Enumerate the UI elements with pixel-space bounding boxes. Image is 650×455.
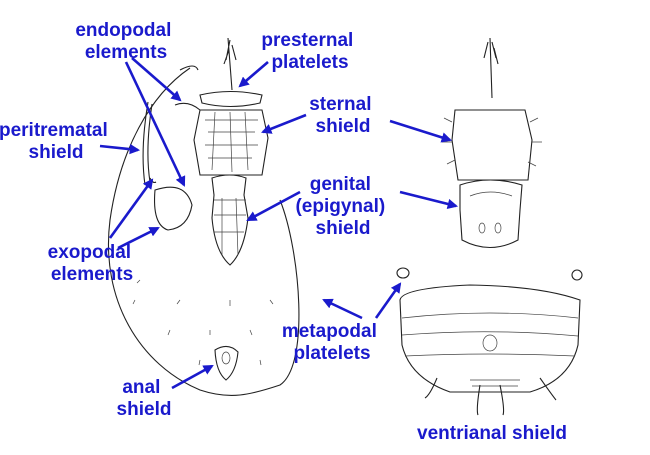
label-exopodal-elements: exopodal elements [48,242,137,285]
arrow-metapodal-left [322,298,363,320]
right-specimen-drawing [396,37,583,416]
label-genital-shield: genital (epigynal) shield [295,174,390,239]
label-ventrianal-shield: ventrianal shield [417,423,567,444]
label-endopodal-elements: endopodal elements [75,20,176,63]
arrow-endopodal-1 [131,57,182,102]
label-metapodal-platelets: metapodal platelets [282,321,382,364]
annotation-arrows [99,57,459,390]
arrow-peritrematal [99,143,141,155]
arrow-sternal-left [261,113,307,134]
arrow-sternal-right [389,119,452,143]
label-sternal-shield: sternal shield [309,94,377,137]
arrow-genital-left [246,190,301,222]
arrow-exopodal-2 [108,178,154,239]
arrow-anal [171,364,214,390]
arrow-genital-right [399,190,459,210]
arrow-metapodal-right [374,282,402,319]
label-peritrematal-shield: peritrematal shield [0,120,113,163]
arrow-endopodal-2 [124,61,186,187]
left-specimen-drawing [108,37,300,396]
label-presternal-platelets: presternal platelets [261,30,358,73]
arrow-exopodal-1 [117,226,160,250]
arrow-presternal [238,61,269,88]
label-anal-shield: anal shield [117,377,172,420]
